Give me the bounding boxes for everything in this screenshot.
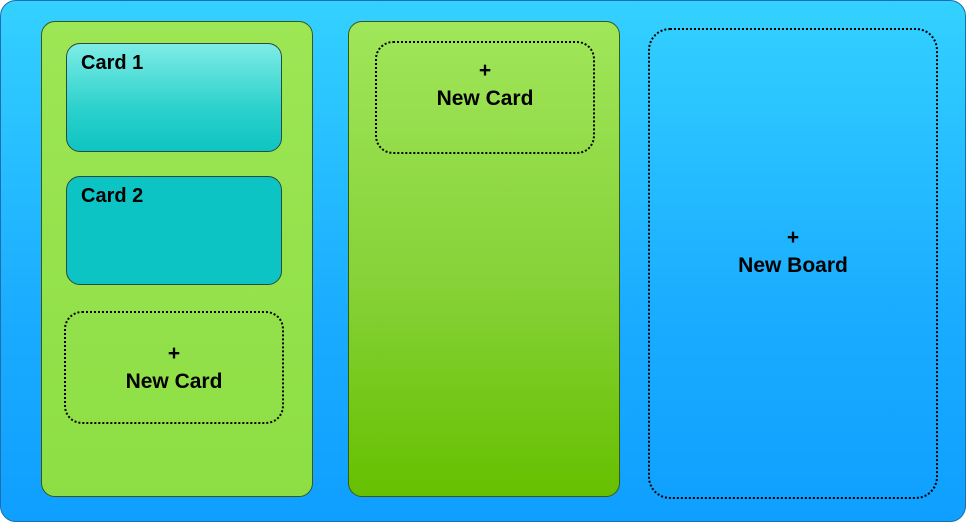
new-card-label: New Card (436, 87, 534, 110)
card[interactable]: Card 1 (66, 43, 282, 152)
plus-icon: + (167, 341, 181, 365)
new-board-button[interactable]: + New Board (648, 28, 938, 499)
board-2: + New Card (348, 21, 620, 497)
new-card-button[interactable]: + New Card (375, 41, 595, 154)
new-card-label: New Card (125, 369, 223, 393)
new-card-button[interactable]: + New Card (64, 311, 284, 424)
card-title: Card 1 (81, 52, 144, 74)
board-1: Card 1 Card 2 + New Card (41, 21, 313, 497)
card-title: Card 2 (81, 185, 144, 207)
card[interactable]: Card 2 (66, 176, 282, 285)
plus-icon: + (478, 59, 492, 82)
plus-icon: + (786, 226, 800, 249)
new-board-label: New Board (738, 254, 848, 277)
